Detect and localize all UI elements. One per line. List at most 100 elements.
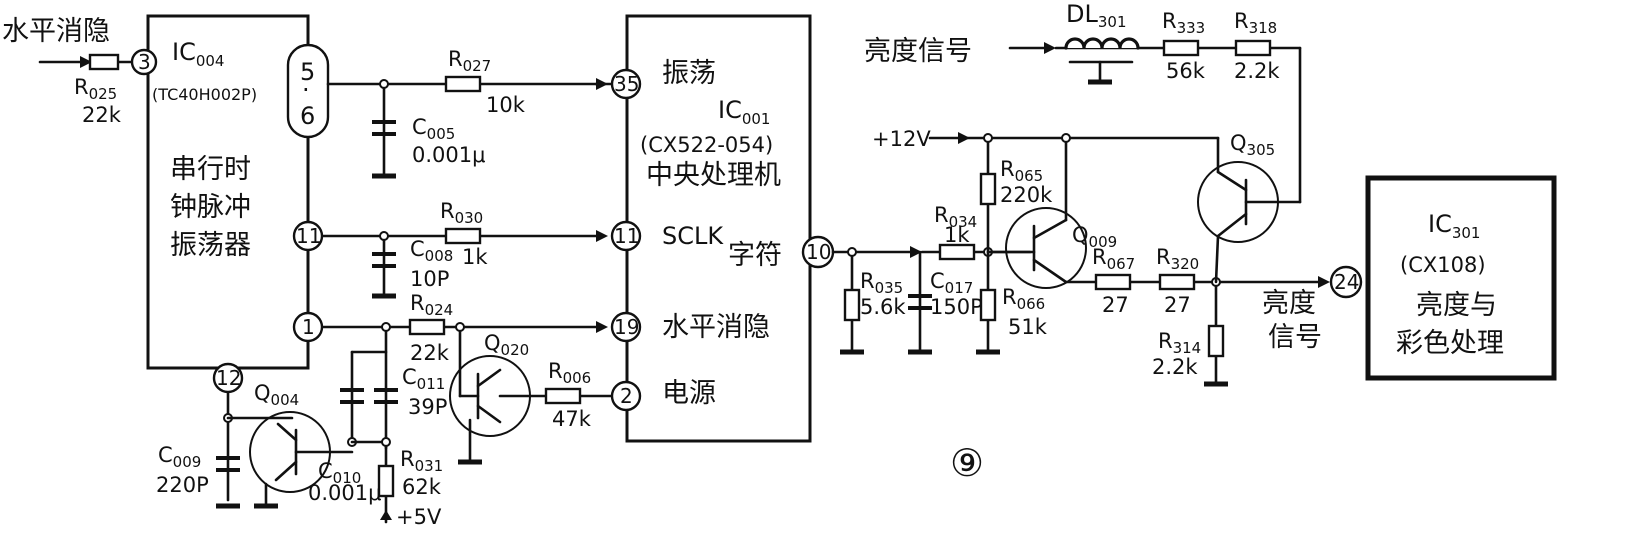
q004-emitter [274,460,298,482]
q020-emitter [476,404,502,424]
q009-collector [1032,218,1068,240]
label-r067: R067 [1092,245,1135,273]
q004-collector [276,422,298,442]
figure-number: ⑨ [950,441,984,485]
label-q004: Q004 [254,381,299,409]
label-c017: C017 [930,269,973,297]
signal-vcc5: +5V [396,505,442,529]
pin-ic004-1 [292,311,324,343]
ic004-part: (TC40H002P) [152,85,257,104]
label-r066: R066 [1002,285,1045,313]
label-c011: C011 [402,365,445,393]
ic004-func-3: 振荡器 [170,230,251,261]
value-r318: 2.2k [1234,59,1280,83]
arrow-vcc12 [958,132,970,144]
signal-luma-in: 亮度信号 [864,36,972,67]
resistor-r031 [377,464,395,498]
arrow-vcc5 [380,510,392,520]
ic001-part: (CX522-054) [640,133,773,157]
wire-q305-emit [1214,234,1220,284]
label-r333: R333 [1162,9,1205,37]
resistor-r024 [408,318,446,336]
resistor-r314 [1207,324,1225,358]
label-c008: C008 [410,237,453,265]
label-r034: R034 [934,203,977,231]
ic001-func: 中央处理机 [646,160,781,191]
ic301-name: IC301 [1428,210,1480,242]
value-c005: 0.001μ [412,143,485,167]
value-r035: 5.6k [860,295,906,319]
pin-text-ic001-35: 35 [614,72,639,96]
ic301-part: (CX108) [1400,253,1486,277]
transistor-q009 [1005,207,1087,289]
value-c010: 0.001μ [308,481,381,505]
label-r027: R027 [448,47,491,75]
resistor-r034 [938,243,976,261]
label-q009: Q009 [1072,223,1117,251]
value-r067: 27 [1102,293,1129,317]
arrow-pin19 [596,321,608,333]
resistor-r066 [979,288,997,322]
resistor-r065 [979,172,997,206]
pin-ic004-3 [130,48,158,76]
arrow-pin11 [596,230,608,242]
q009-emitter [1032,258,1068,284]
pin-text-ic001-11: 11 [614,224,639,248]
pin-ic301-24 [1329,265,1363,299]
arrow-hblank-in [80,56,92,68]
label-r025: R025 [74,75,117,103]
pin-label-osc: 振荡 [662,58,716,89]
label-c009: C009 [158,443,201,471]
ic004-func-1: 串行时 [170,154,251,185]
label-r320: R320 [1156,245,1199,273]
resistor-r320 [1158,273,1196,291]
label-luma-in-2: 信号 [1268,322,1322,353]
pin-ic001-35 [610,68,642,100]
label-r031: R031 [400,447,443,475]
label-r318: R318 [1234,9,1277,37]
signal-hblank-in: 水平消隐 [2,16,110,47]
resistor-r318 [1234,39,1272,57]
value-r320: 27 [1164,293,1191,317]
pin-ic001-2 [610,380,642,412]
label-r065: R065 [1000,157,1043,185]
ic301-func-1: 亮度与 [1416,290,1497,321]
pin-label-power: 电源 [662,378,716,409]
ic301-box [1365,175,1557,381]
value-r027: 10k [486,93,526,117]
label-dl301: DL301 [1066,0,1127,31]
inductor-dl301 [1064,37,1140,50]
value-c009: 220P [156,473,209,497]
pin-text-ic004-3: 3 [138,50,151,74]
q020-collector [476,368,502,388]
value-r333: 56k [1166,59,1206,83]
arrow-r034 [910,246,922,258]
pin-text-ic004-1: 1 [302,315,315,339]
label-r030: R030 [440,199,483,227]
value-r024: 22k [410,341,450,365]
pin-text-ic001-2: 2 [620,384,633,408]
value-c017: 150P [930,295,983,319]
signal-vcc12: +12V [872,127,931,151]
q305-emitter [1216,212,1248,238]
resistor-r027 [444,75,482,93]
value-c008: 10P [410,267,449,291]
label-r024: R024 [410,291,453,319]
label-c010: C010 [318,459,361,487]
pin-label-char: 字符 [728,240,782,271]
arrow-luma-in [1044,42,1056,54]
pin-text-dot: · [302,76,310,104]
value-r034: 1k [944,223,970,247]
label-r006: R006 [548,359,591,387]
ic004-name: IC004 [172,38,224,70]
ic001-name: IC001 [718,96,770,128]
pin-ic001-19 [610,311,642,343]
pin-ic004-11 [292,220,324,252]
label-q020: Q020 [484,331,529,359]
pin-label-hblank: 水平消隐 [662,312,770,343]
arrow-pin24 [1318,276,1330,288]
ic004-func-2: 钟脉冲 [170,192,251,223]
pin-text-ic001-19: 19 [614,315,639,339]
pin-text-ic001-10: 10 [806,240,831,264]
